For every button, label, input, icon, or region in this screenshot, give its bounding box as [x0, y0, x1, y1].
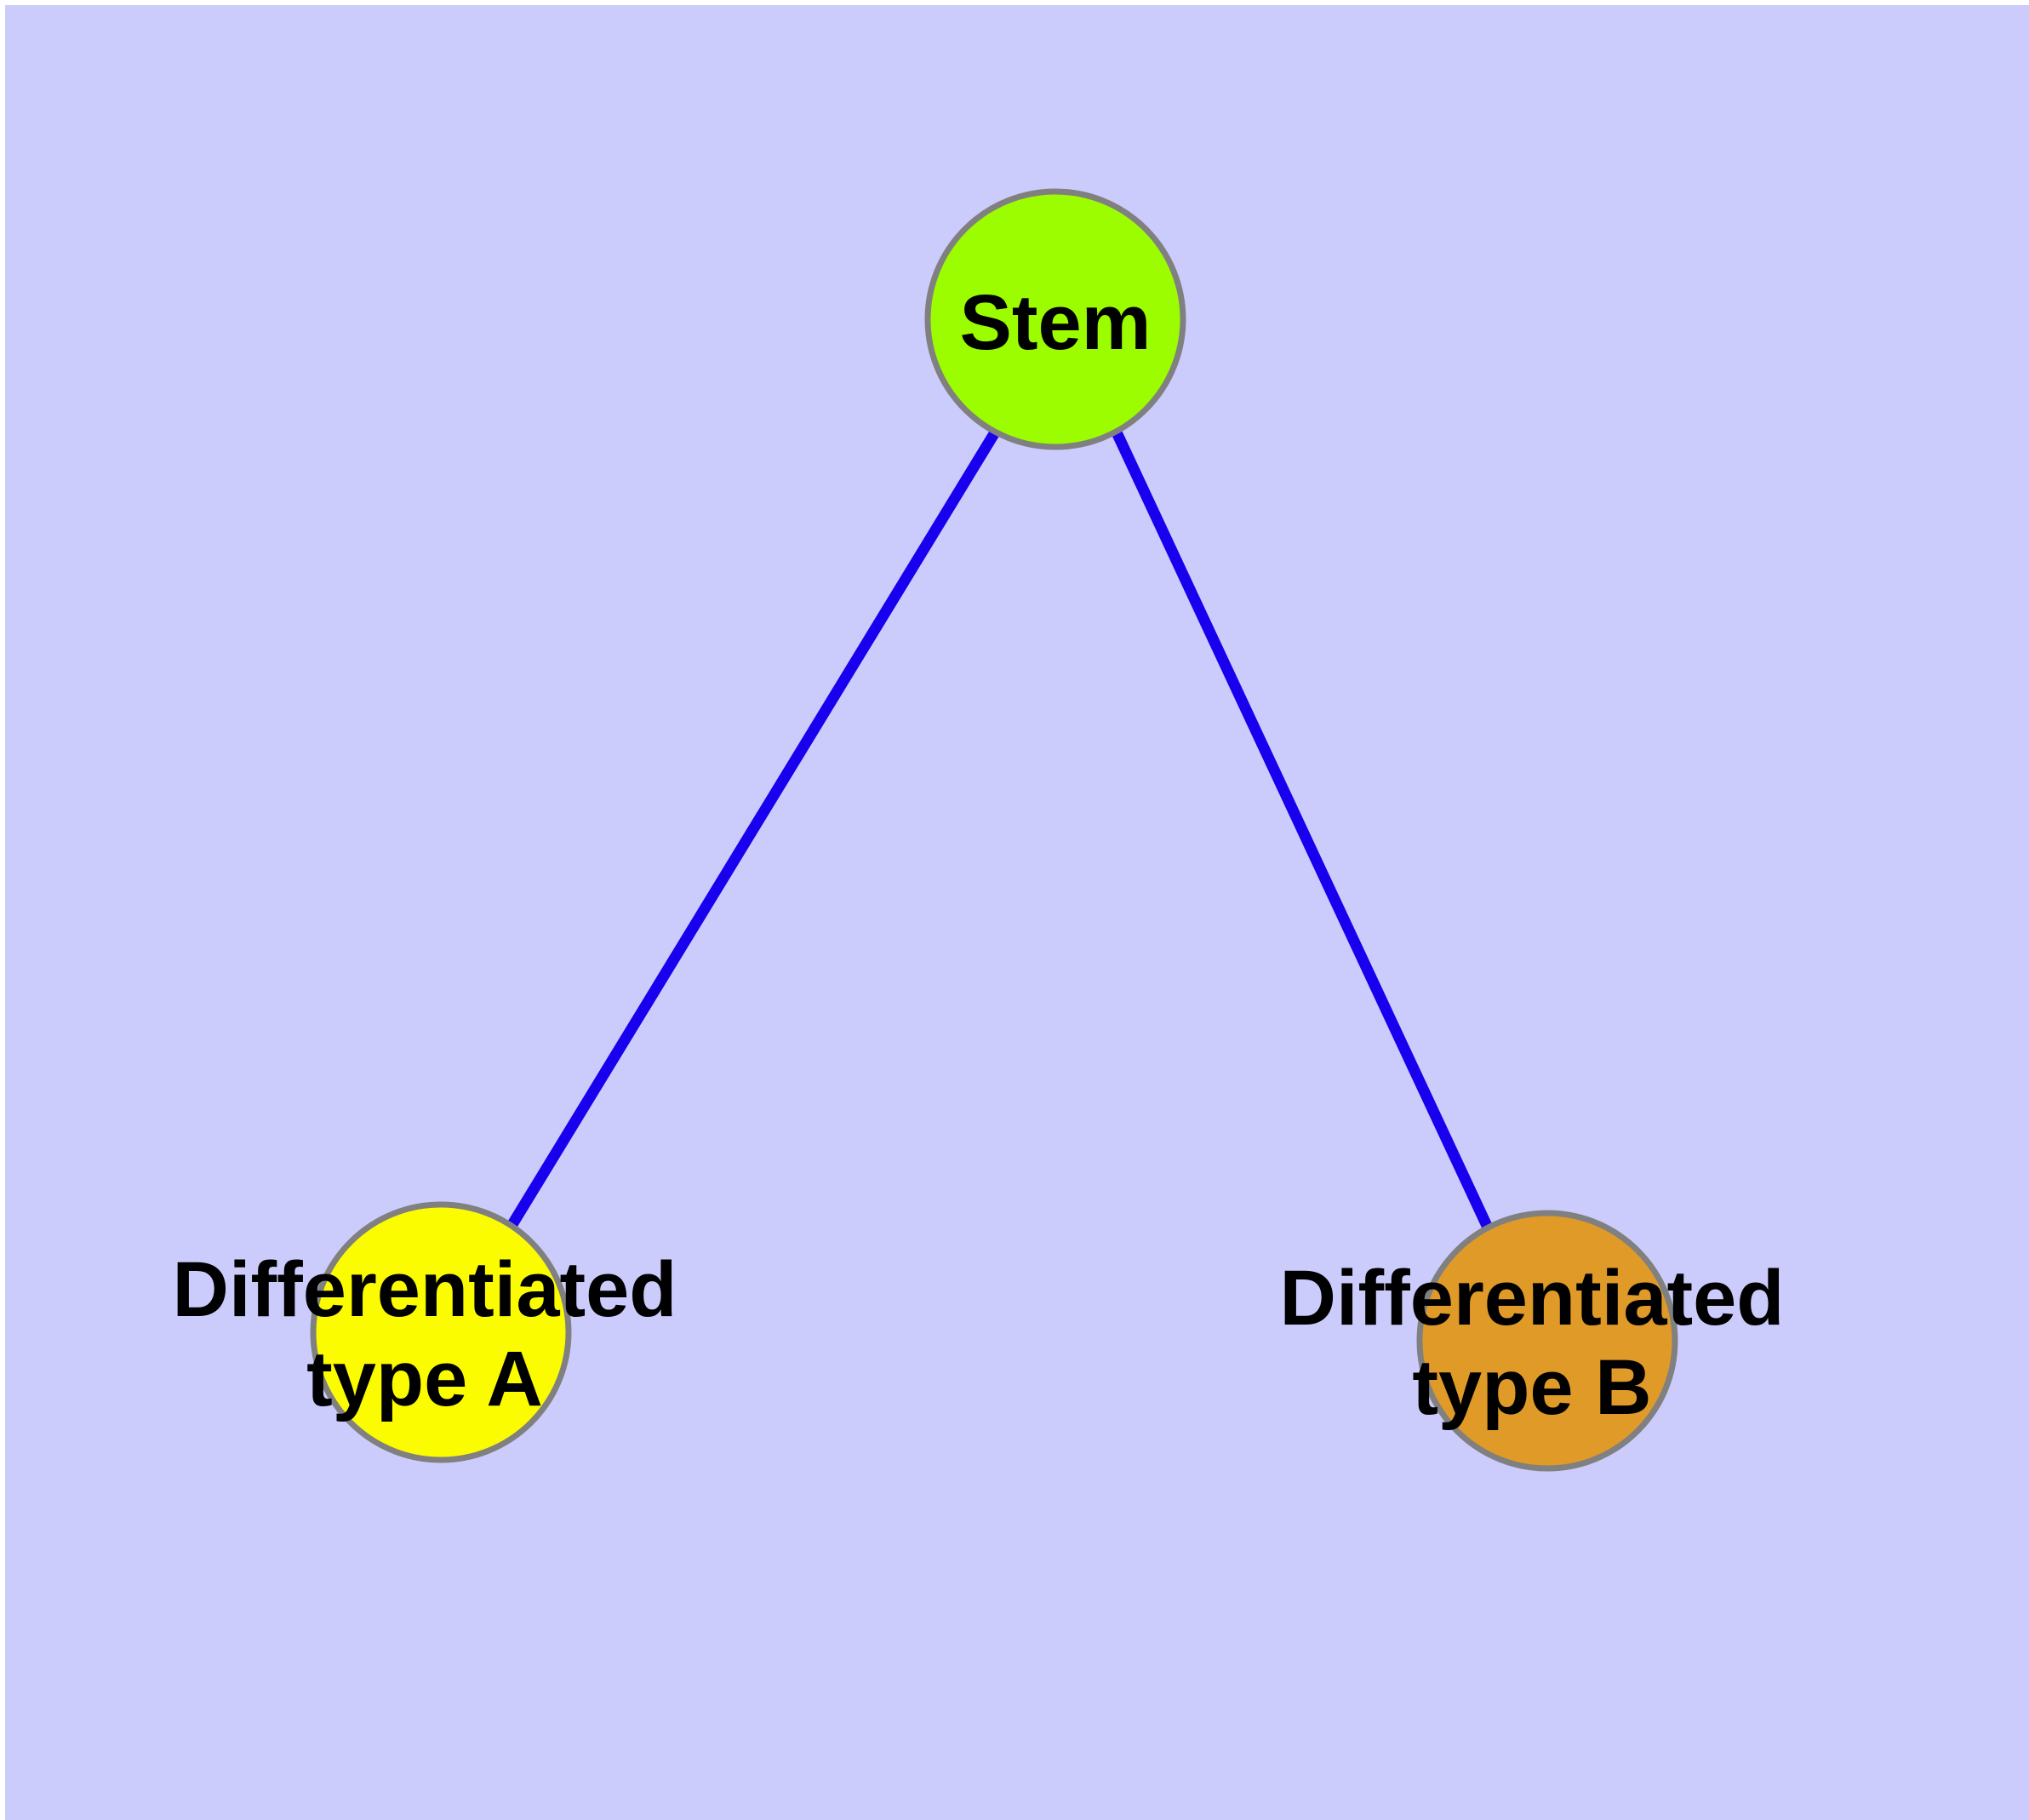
node-differentiated-type-b[interactable]	[1416, 1210, 1678, 1472]
edge-stem-to-diff-a[interactable]	[506, 429, 1000, 1229]
node-label-line: Differentiated	[1280, 1255, 1785, 1342]
node-label-line: type A	[306, 1336, 543, 1422]
node-stem[interactable]	[924, 188, 1186, 450]
node-differentiated-type-a[interactable]	[310, 1201, 572, 1463]
node-layer	[310, 188, 1678, 1472]
node-label-stem: Stem	[960, 279, 1152, 366]
node-label-line: Differentiated	[173, 1246, 677, 1333]
edge-layer	[506, 429, 1493, 1230]
edge-stem-to-diff-b[interactable]	[1112, 430, 1493, 1230]
node-label-line: type B	[1412, 1344, 1651, 1431]
node-label-line: Stem	[960, 279, 1152, 366]
